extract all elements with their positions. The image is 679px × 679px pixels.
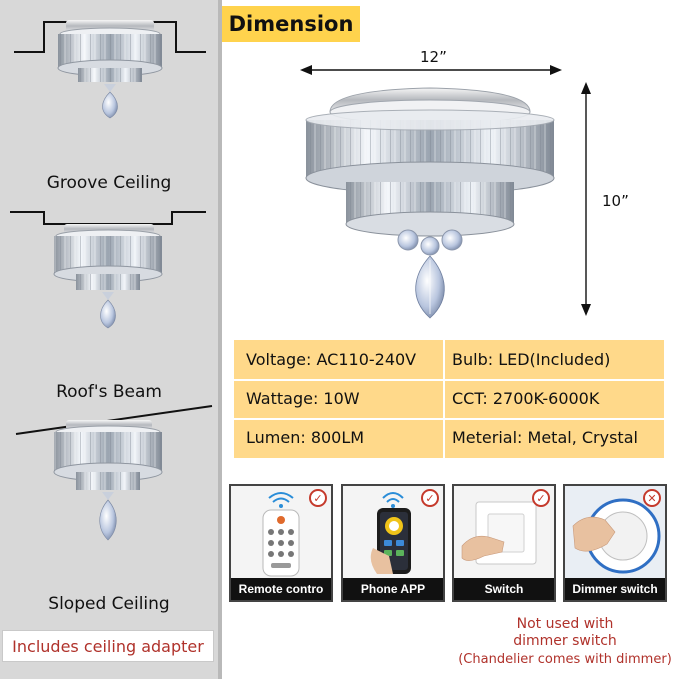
check-icon: ✓ — [309, 489, 327, 507]
spec-bulb: Bulb: LED(Included) — [452, 350, 611, 369]
control-label: Remote contro — [231, 578, 331, 600]
spec-lumen: Lumen: 800LM — [246, 428, 365, 447]
spec-divider — [234, 379, 664, 381]
cross-icon: ✕ — [643, 489, 661, 507]
mounting-panel: Groove Ceiling Roof's Beam Sloped Ceilin… — [0, 0, 218, 679]
roof-beam-label: Roof's Beam — [56, 382, 162, 402]
control-card-dimmer: ✕ Dimmer switch — [563, 484, 667, 602]
check-icon: ✓ — [532, 489, 550, 507]
spec-material: Meterial: Metal, Crystal — [452, 428, 638, 447]
dimmer-note-line3: (Chandelier comes with dimmer) — [458, 652, 672, 667]
check-icon: ✓ — [421, 489, 439, 507]
control-label: Phone APP — [343, 578, 443, 600]
spec-wattage: Wattage: 10W — [246, 389, 360, 408]
sloped-ceiling-label: Sloped Ceiling — [48, 594, 170, 614]
spec-divider — [443, 340, 445, 458]
control-label: Dimmer switch — [565, 578, 665, 600]
height-measurement: 10” — [602, 192, 629, 210]
dimension-lamp-image — [300, 65, 591, 319]
control-card-phone: ✓ Phone APP — [341, 484, 445, 602]
ceiling-adapter-note: Includes ceiling adapter — [2, 630, 214, 662]
control-label: Switch — [454, 578, 554, 600]
width-measurement: 12” — [420, 48, 447, 66]
spec-cct: CCT: 2700K-6000K — [452, 389, 600, 408]
roof-beam-lamp-image — [10, 211, 206, 329]
control-card-remote: ✓ Remote contro — [229, 484, 333, 602]
sloped-ceiling-lamp-image — [15, 405, 213, 541]
dimmer-note-line2: dimmer switch — [513, 633, 617, 649]
control-card-switch: ✓ Switch — [452, 484, 556, 602]
panel-divider — [218, 0, 222, 679]
dimmer-note-line1: Not used with — [516, 616, 614, 632]
spec-divider — [234, 418, 664, 420]
groove-ceiling-label: Groove Ceiling — [46, 173, 172, 193]
groove-ceiling-lamp-image — [14, 20, 206, 119]
dimension-title: Dimension — [222, 6, 360, 42]
spec-voltage: Voltage: AC110-240V — [246, 350, 417, 369]
spec-table — [234, 340, 664, 458]
